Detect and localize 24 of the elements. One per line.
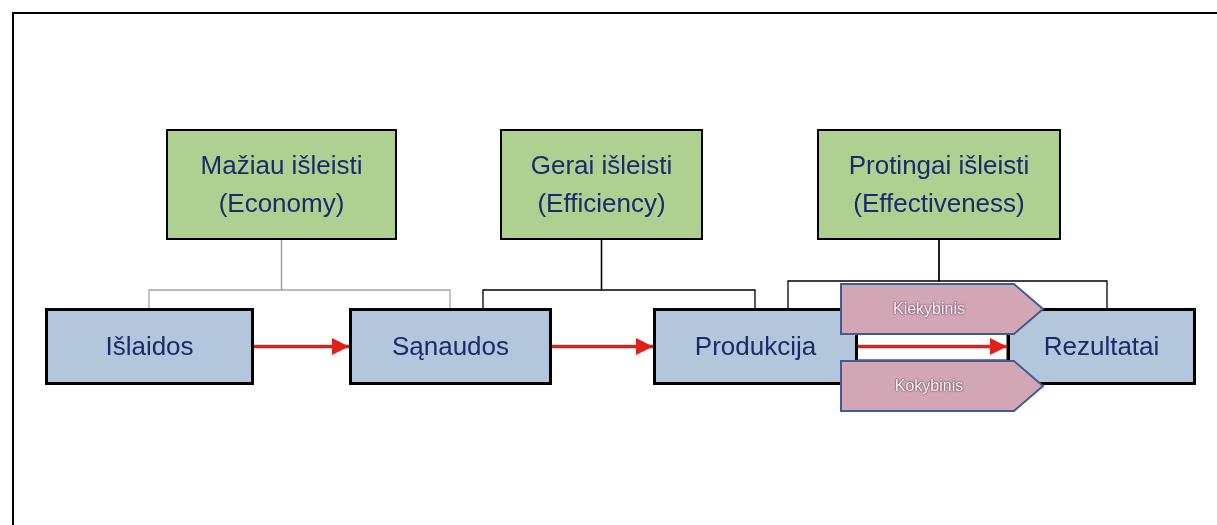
goal-box bbox=[500, 129, 703, 240]
pentagon-arrow-box bbox=[840, 283, 1044, 335]
process-box bbox=[45, 308, 254, 385]
arrow bbox=[858, 337, 1007, 356]
process-box bbox=[653, 308, 858, 385]
pentagon-label: Kiekybinis bbox=[893, 299, 965, 320]
goal-box bbox=[817, 129, 1061, 240]
process-label: Sąnaudos bbox=[391, 329, 510, 363]
process-box bbox=[349, 308, 552, 385]
connector-line bbox=[280, 239, 451, 309]
process-label: Produkcija bbox=[694, 329, 817, 363]
connector-line bbox=[938, 239, 1108, 309]
goal-label: Protingai išleisti (Effectiveness) bbox=[847, 148, 1031, 220]
arrow bbox=[254, 337, 349, 356]
goal-label: Mažiau išleisti (Economy) bbox=[199, 148, 364, 220]
pentagon-label: Kokybinis bbox=[894, 376, 964, 397]
goal-box bbox=[166, 129, 397, 240]
process-label: Išlaidos bbox=[105, 329, 194, 363]
arrow bbox=[552, 337, 653, 356]
connector-line bbox=[600, 239, 756, 309]
pentagon-arrow-box bbox=[840, 360, 1044, 412]
process-box bbox=[1007, 308, 1196, 385]
goal-label: Gerai išleisti (Efficiency) bbox=[529, 148, 674, 220]
process-label: Rezultatai bbox=[1043, 329, 1160, 363]
